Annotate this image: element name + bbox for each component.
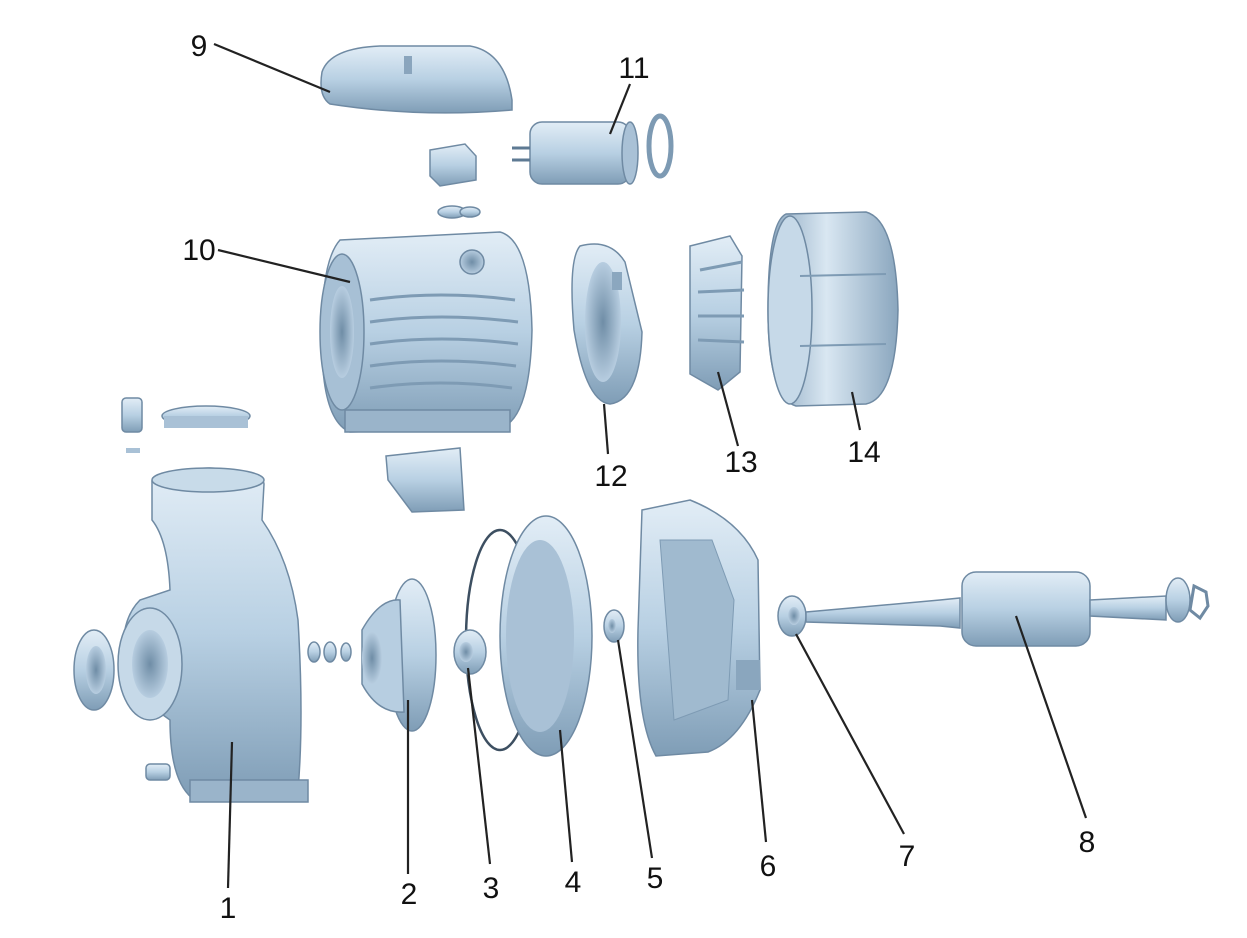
leader-8 xyxy=(1014,615,1088,819)
callout-14: 14 xyxy=(847,436,880,469)
leader-lines xyxy=(213,42,1088,889)
leader-12 xyxy=(602,403,610,455)
part-7-bearing xyxy=(777,595,807,637)
terminal-bracket xyxy=(385,447,465,513)
leader-5 xyxy=(616,639,654,859)
part-11-capacitor xyxy=(512,121,639,185)
drain-plug xyxy=(145,763,171,781)
part-2-impeller xyxy=(361,578,437,732)
part-4-diffuser-plate xyxy=(499,515,593,757)
part-5-seal-bush xyxy=(603,609,625,643)
leader-1 xyxy=(226,741,234,889)
callout-9: 9 xyxy=(191,30,208,63)
part-10-motor-housing xyxy=(319,231,533,433)
callout-12: 12 xyxy=(594,460,627,493)
callout-3: 3 xyxy=(483,872,500,905)
priming-plug-washer xyxy=(126,448,140,453)
leader-4 xyxy=(558,729,574,863)
callout-13: 13 xyxy=(724,446,757,479)
leader-3 xyxy=(466,667,492,865)
part-9-terminal-cover xyxy=(320,45,513,114)
callout-6: 6 xyxy=(760,850,777,883)
part-8-rotor-shaft xyxy=(805,571,1210,647)
part-12-end-cover xyxy=(571,243,643,405)
callout-11: 11 xyxy=(618,52,649,85)
part-14-fan-cover xyxy=(767,211,899,407)
leader-14 xyxy=(850,391,862,431)
leader-6 xyxy=(750,699,768,843)
callout-2: 2 xyxy=(401,878,418,911)
callout-1: 1 xyxy=(220,892,237,925)
part-1-pump-body xyxy=(117,467,309,803)
leader-9 xyxy=(213,42,331,94)
terminal-clips xyxy=(437,205,481,219)
callout-labels: 1 2 3 4 5 6 7 8 9 10 11 12 13 14 xyxy=(182,30,1095,925)
mechanical-seal xyxy=(453,629,487,675)
part-13-cooling-fan xyxy=(689,235,745,391)
terminal-block xyxy=(429,143,477,187)
inlet-cap xyxy=(161,405,251,428)
callout-7: 7 xyxy=(899,840,916,873)
leader-11 xyxy=(608,83,632,135)
part-6-bracket xyxy=(637,499,761,757)
capacitor-ring xyxy=(646,113,674,179)
leader-13 xyxy=(716,371,740,447)
callout-5: 5 xyxy=(647,862,664,895)
leader-7 xyxy=(795,633,905,835)
callout-8: 8 xyxy=(1079,826,1096,859)
inlet-flange xyxy=(73,629,115,711)
callout-10: 10 xyxy=(182,234,215,267)
callout-4: 4 xyxy=(565,866,582,899)
priming-plug xyxy=(121,397,143,433)
small-washers xyxy=(307,641,352,663)
leader-10 xyxy=(217,248,351,284)
